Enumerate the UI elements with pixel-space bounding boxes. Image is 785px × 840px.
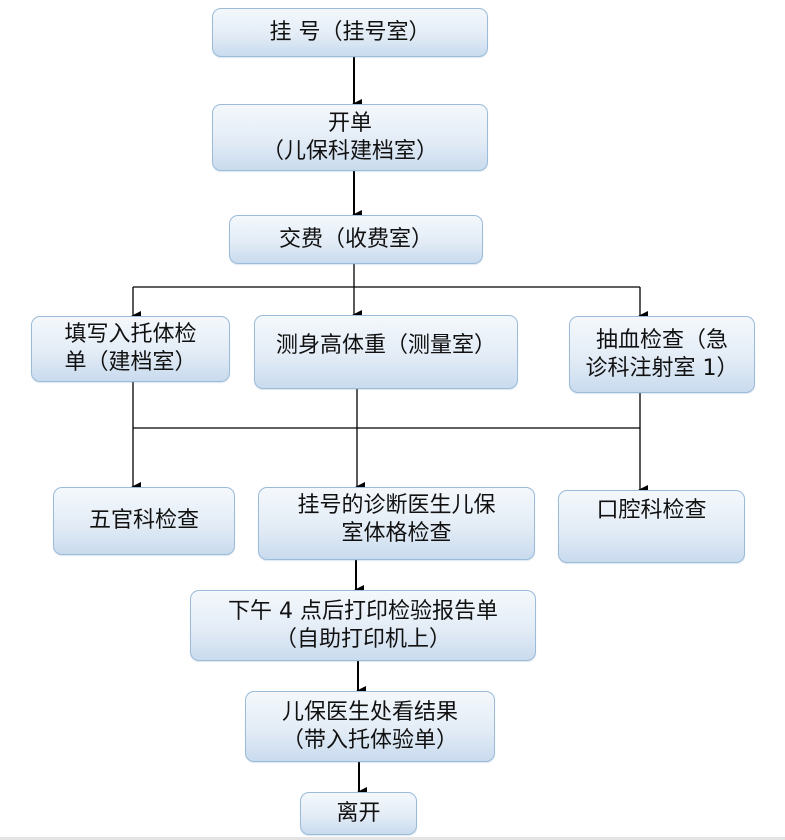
node-physical-exam: 挂号的诊断医生儿保 室体格检查 [258,487,535,560]
node-fill-form-line-2: 单（建档室） [64,350,197,375]
node-ent-exam-label: 五官科检查 [88,508,199,533]
node-dental-exam: 口腔科检查 [558,490,745,563]
node-blood-test-line-1: 抽血检查（急 [595,327,728,353]
node-view-results: 儿保医生处看结果 （带入托体验单） [245,691,495,762]
node-fill-form: 填写入托体检 单（建档室） [31,316,230,382]
node-print-report-line-1: 下午 4 点后打印检验报告单 [228,598,498,624]
node-blood-test-line-2: 诊科注射室 1） [585,355,739,381]
node-leave: 离开 [300,792,417,835]
node-print-report: 下午 4 点后打印检验报告单 （自助打印机上） [190,590,536,661]
node-register-label: 挂 号（挂号室） [269,19,431,45]
node-fill-form-line-1: 填写入托体检 [64,322,197,347]
node-view-results-line-2: （带入托体验单） [281,727,458,753]
page-bottom-edge [0,837,785,840]
node-open-order: 开单 （儿保科建档室） [212,104,488,171]
node-leave-label: 离开 [336,800,381,826]
node-physical-exam-line-2: 室体格检查 [341,521,452,546]
node-open-order-line-1: 开单 [327,110,372,136]
node-payment-label: 交费（收费室） [278,226,433,252]
node-ent-exam: 五官科检查 [53,487,235,555]
node-view-results-line-1: 儿保医生处看结果 [281,699,458,725]
node-register: 挂 号（挂号室） [212,8,488,57]
node-dental-exam-label: 口腔科检查 [596,498,707,523]
node-print-report-line-2: （自助打印机上） [274,626,451,652]
node-blood-test: 抽血检查（急 诊科注射室 1） [569,316,755,393]
node-physical-exam-line-1: 挂号的诊断医生儿保 [297,493,496,518]
node-open-order-line-2: （儿保科建档室） [261,138,438,164]
node-payment: 交费（收费室） [229,215,483,264]
node-measure-label: 测身高体重（测量室） [275,333,496,358]
node-measure: 测身高体重（测量室） [254,315,518,389]
